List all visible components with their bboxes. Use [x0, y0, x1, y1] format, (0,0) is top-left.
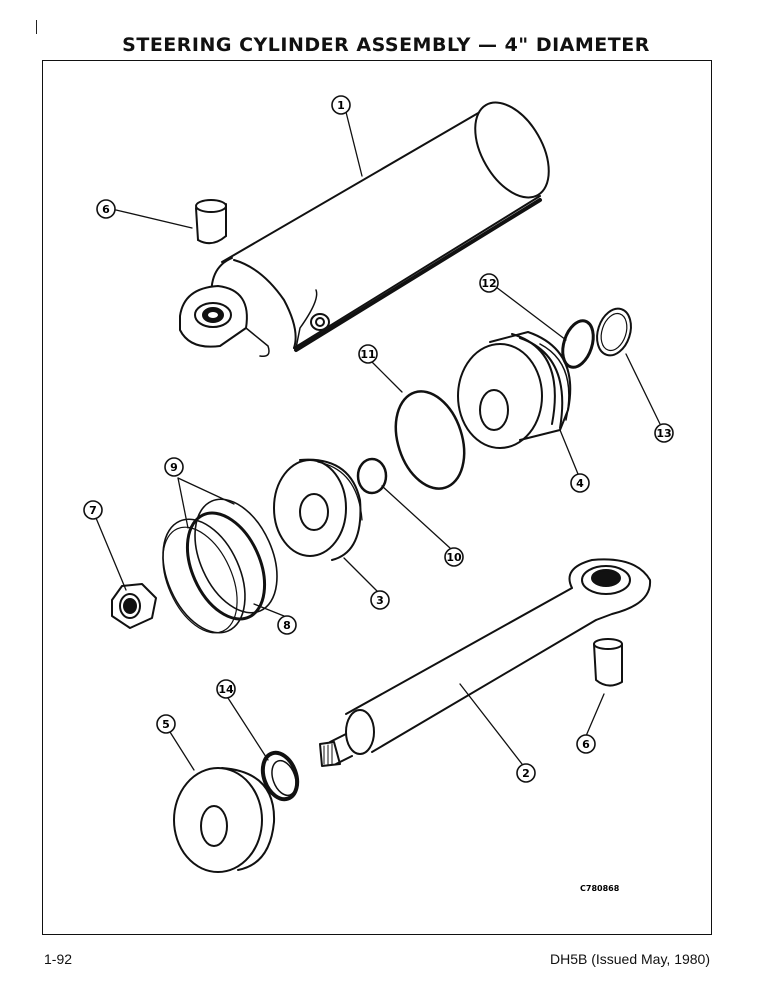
callout-1: 1 — [331, 95, 351, 115]
bushing-upper-part — [195, 199, 227, 245]
callout-10: 10 — [444, 547, 464, 567]
svg-text:4: 4 — [576, 477, 584, 490]
svg-text:8: 8 — [283, 619, 291, 632]
page-number: 1-92 — [44, 951, 73, 967]
head-cap-part — [173, 767, 276, 873]
bushing-lower-part — [593, 638, 623, 687]
callout-9: 9 — [164, 457, 184, 477]
callout-4: 4 — [570, 473, 590, 493]
o-ring-rod-part — [356, 457, 388, 495]
o-ring-small-part — [561, 319, 595, 369]
svg-text:6: 6 — [582, 738, 590, 751]
callout-5: 5 — [156, 714, 176, 734]
svg-text:14: 14 — [218, 683, 234, 696]
wear-ring-part — [185, 511, 267, 621]
callout-12: 12 — [479, 273, 499, 293]
callout-14: 14 — [216, 679, 236, 699]
callout-11: 11 — [358, 344, 378, 364]
piston-rod-part — [319, 558, 652, 767]
callout-2: 2 — [516, 763, 536, 783]
seal-rings-part — [162, 498, 278, 634]
callout-6-lower: 6 — [576, 734, 596, 754]
svg-text:11: 11 — [360, 348, 375, 361]
o-ring-large-part — [394, 390, 466, 490]
callout-3: 3 — [370, 590, 390, 610]
svg-text:5: 5 — [162, 718, 170, 731]
svg-text:9: 9 — [170, 461, 178, 474]
svg-text:3: 3 — [376, 594, 384, 607]
callout-7: 7 — [83, 500, 103, 520]
callout-8: 8 — [277, 615, 297, 635]
drawing-number: C780868 — [580, 884, 620, 893]
hex-nut-part — [111, 583, 157, 629]
svg-text:13: 13 — [656, 427, 671, 440]
svg-text:2: 2 — [522, 767, 530, 780]
svg-text:7: 7 — [89, 504, 97, 517]
callout-6-upper: 6 — [96, 199, 116, 219]
callout-markers: 1 2 3 4 5 6 6 7 8 9 10 11 12 13 14 — [83, 95, 674, 783]
piston-head-part — [457, 331, 572, 449]
gland-part — [273, 458, 363, 561]
illustration-frame — [42, 60, 712, 935]
svg-text:6: 6 — [102, 203, 110, 216]
backup-ring-part — [596, 307, 632, 357]
callout-13: 13 — [654, 423, 674, 443]
rod-wiper-part — [260, 750, 300, 802]
margin-mark — [36, 20, 37, 34]
leader-lines — [95, 111, 661, 771]
page-title: STEERING CYLINDER ASSEMBLY — 4" DIAMETER — [122, 34, 650, 56]
svg-text:1: 1 — [337, 99, 345, 112]
svg-text:10: 10 — [446, 551, 462, 564]
svg-text:12: 12 — [481, 277, 496, 290]
manual-issue-info: DH5B (Issued May, 1980) — [549, 951, 710, 967]
cylinder-barrel-part — [179, 101, 550, 358]
